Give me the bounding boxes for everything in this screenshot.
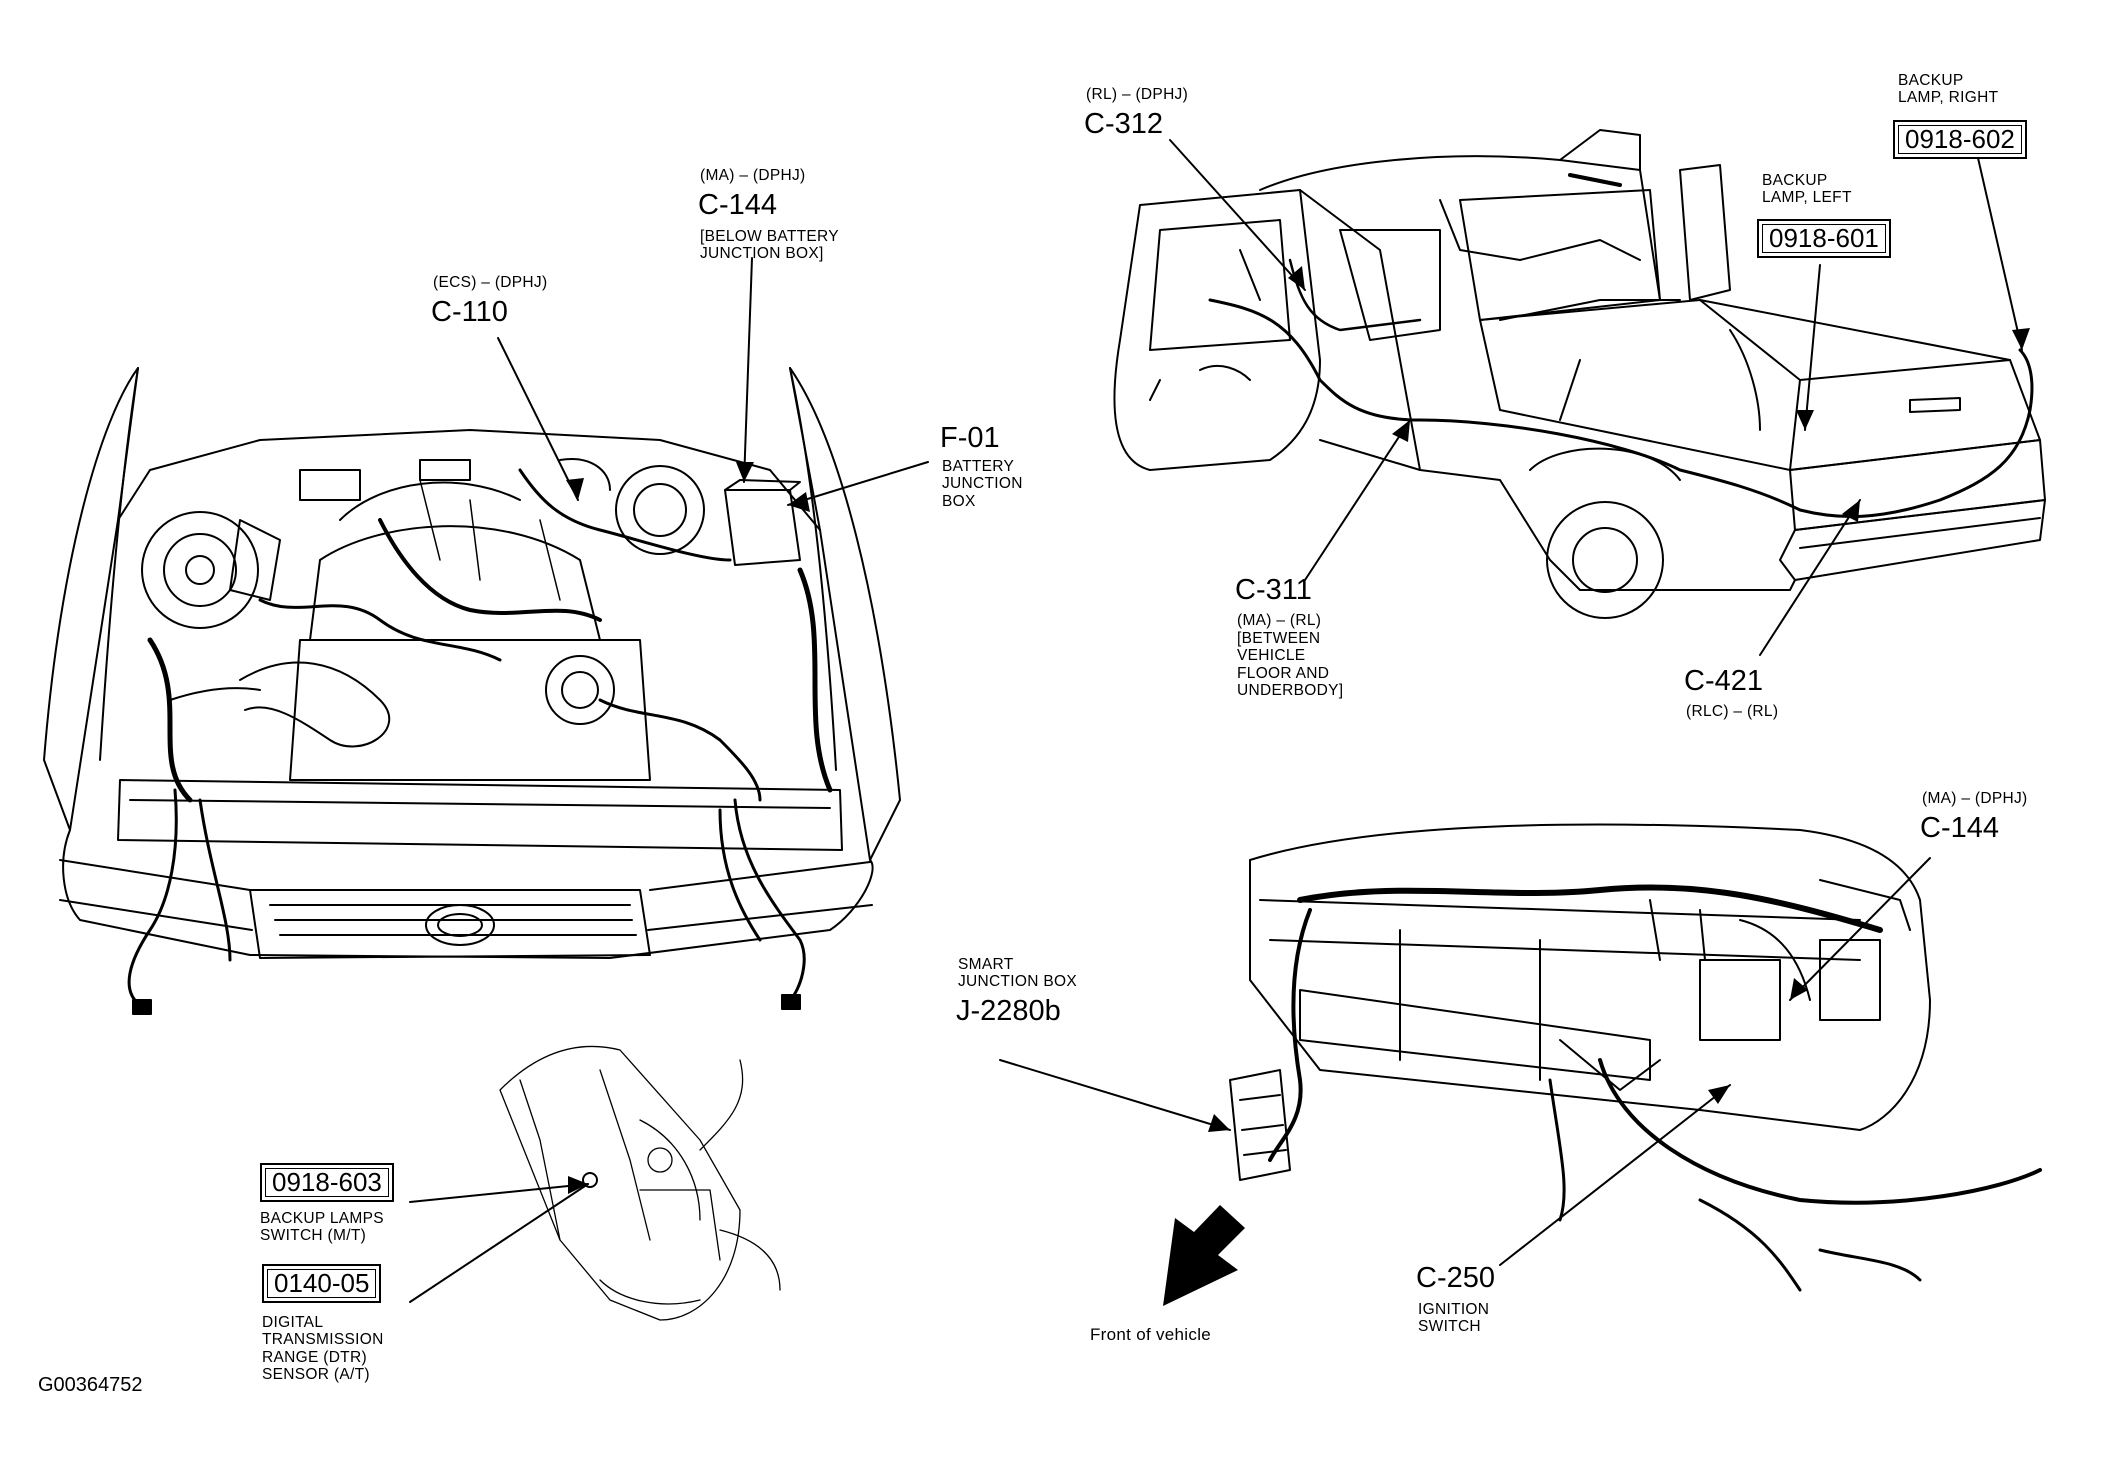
c421-id: C-421 xyxy=(1684,665,1763,697)
f01-id: F-01 xyxy=(940,422,1000,454)
dashboard-illustration xyxy=(1229,823,2042,1292)
c250-id: C-250 xyxy=(1416,1262,1495,1294)
c144-top-code: (MA) – (DPHJ) xyxy=(700,167,806,184)
connector-box-0140-05: 0140-05 xyxy=(262,1264,382,1304)
leader-0918-603 xyxy=(409,1183,589,1203)
c110-code: (ECS) – (DPHJ) xyxy=(433,274,548,291)
c144-dash-id: C-144 xyxy=(1920,812,1999,844)
leader-c250 xyxy=(1499,1084,1731,1266)
dtr-sensor-note: DIGITAL TRANSMISSION RANGE (DTR) SENSOR … xyxy=(262,1314,384,1384)
leader-f01 xyxy=(787,461,929,506)
pickup-truck-illustration xyxy=(1113,129,2046,619)
backup-switch-note: BACKUP LAMPS SWITCH (M/T) xyxy=(260,1210,384,1245)
transmission-illustration xyxy=(499,1045,781,1321)
c421-code: (RLC) – (RL) xyxy=(1686,703,1779,720)
figure-id: G00364752 xyxy=(38,1374,143,1396)
connector-box-0918-603: 0918-603 xyxy=(260,1163,394,1203)
c110-id: C-110 xyxy=(431,296,508,328)
leader-c421 xyxy=(1759,499,1861,656)
c311-note: [BETWEEN VEHICLE FLOOR AND UNDERBODY] xyxy=(1237,630,1344,700)
c144-top-id: C-144 xyxy=(698,189,777,221)
leader-backup-right xyxy=(1977,157,2023,351)
leader-0140-05 xyxy=(409,1183,589,1303)
c311-code: (MA) – (RL) xyxy=(1237,612,1322,629)
c250-note: IGNITION SWITCH xyxy=(1418,1301,1490,1336)
leader-c311 xyxy=(1304,419,1411,581)
leader-c312 xyxy=(1169,139,1306,291)
leader-j2280b xyxy=(999,1059,1231,1131)
c144-dash-code: (MA) – (DPHJ) xyxy=(1922,790,2028,807)
j2280b-id: J-2280b xyxy=(956,995,1061,1027)
front-direction-arrow xyxy=(1163,1205,1245,1306)
leader-backup-left xyxy=(1804,264,1821,431)
connector-box-0918-602: 0918-602 xyxy=(1893,120,2027,160)
c311-id: C-311 xyxy=(1235,574,1312,606)
backup-left-note: BACKUP LAMP, LEFT xyxy=(1762,172,1852,207)
j2280b-note: SMART JUNCTION BOX xyxy=(958,956,1077,991)
f01-note: BATTERY JUNCTION BOX xyxy=(942,458,1023,510)
connector-box-0918-601: 0918-601 xyxy=(1757,219,1891,259)
backup-right-note: BACKUP LAMP, RIGHT xyxy=(1898,72,1999,107)
front-of-vehicle-label: Front of vehicle xyxy=(1090,1325,1212,1344)
leader-c110 xyxy=(497,337,579,501)
c144-top-note: [BELOW BATTERY JUNCTION BOX] xyxy=(700,228,839,263)
leader-c144-dash xyxy=(1789,857,1931,1001)
engine-bay-illustration xyxy=(43,367,901,1015)
leader-c144-top xyxy=(743,257,753,483)
c312-code: (RL) – (DPHJ) xyxy=(1086,86,1189,103)
c312-id: C-312 xyxy=(1084,108,1163,140)
